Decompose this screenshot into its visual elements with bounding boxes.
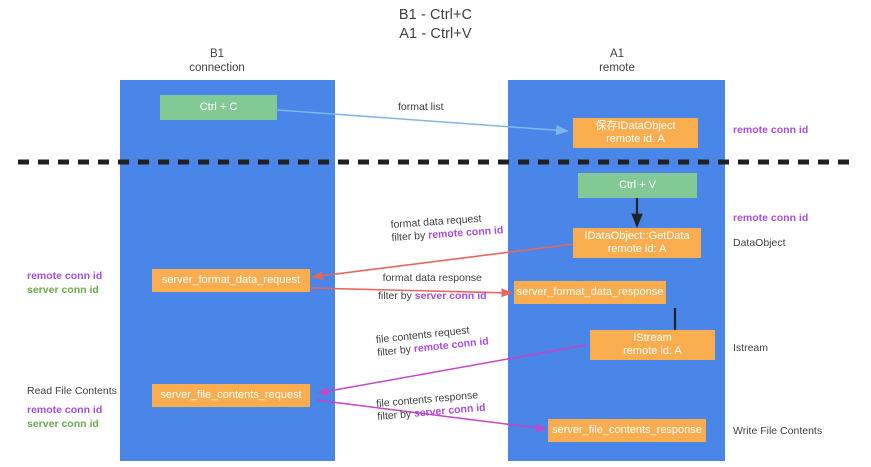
title-line-2: A1 - Ctrl+V [399,26,472,42]
column-header-a1: A1 remote [537,48,697,75]
node-save-idataobject-line2: remote id: A [606,133,665,145]
edge-label-format-data-response: format data response filter by server co… [378,272,487,303]
column-header-b1-name: B1 [209,48,225,60]
node-istream[interactable]: IStream remote id: A [590,330,715,360]
note-right-remote-conn-id-mid: remote conn id [733,212,809,224]
note-left-remote-conn-id-low: remote conn id [27,404,103,416]
note-right-dataobject: DataObject [733,237,786,249]
note-right-remote-conn-id-top: remote conn id [733,124,809,136]
node-server-format-data-request-label: server_format_data_request [161,273,301,286]
edge-label-format-data-request-filter-prefix: filter by [391,229,429,245]
edge-label-format-data-response-filter-prefix: filter by [378,290,415,302]
note-left-server-conn-id-mid: server conn id [27,284,99,296]
column-header-b1-role: connection [189,61,245,74]
node-ctrl-c-label: Ctrl + C [199,100,238,113]
edge-label-file-contents-request: file contents request filter by remote c… [375,322,489,360]
column-header-a1-role: remote [599,61,635,74]
column-header-a1-name: A1 [609,48,625,60]
edge-label-format-data-response-main: format data response [382,272,482,284]
node-idataobject-getdata-line2: remote id: A [607,243,667,255]
edge-label-format-data-response-filter: filter by server conn id [378,290,487,303]
node-istream-line1: IStream [633,331,672,344]
node-server-format-data-response-label: server_format_data_response [516,285,664,298]
note-left-read-file-contents: Read File Contents [27,385,117,397]
edge-label-format-data-request: format data request filter by remote con… [390,211,504,245]
node-server-file-contents-request-label: server_file_contents_request [160,388,302,401]
node-ctrl-v-label: Ctrl + V [619,178,656,191]
note-left-remote-conn-id-mid: remote conn id [27,270,103,282]
diagram-title: B1 - Ctrl+C A1 - Ctrl+V [0,6,871,44]
note-left-server-conn-id-low: server conn id [27,418,99,430]
node-istream-line2: remote id: A [623,345,682,357]
note-right-istream: Istream [733,342,769,354]
edge-label-file-contents-response-filter-prefix: filter by [376,407,415,424]
node-server-file-contents-response-label: server_file_contents_response [552,423,702,436]
edge-label-file-contents-response: file contents response filter by server … [376,389,486,424]
edge-label-format-data-response-filter-key: server conn id [414,290,487,302]
title-line-1: B1 - Ctrl+C [398,7,473,23]
node-server-file-contents-request[interactable]: server_file_contents_request [152,384,310,407]
column-header-b1: B1 connection [137,48,297,75]
note-right-write-file-contents: Write File Contents [733,425,823,437]
node-save-idataobject[interactable]: 保存IDataObject remote id: A [573,118,698,148]
node-idataobject-getdata-line1: IDataObject::GetData [584,229,690,242]
node-save-idataobject-line1: 保存IDataObject [595,119,676,132]
node-server-format-data-request[interactable]: server_format_data_request [152,269,310,292]
node-server-format-data-response[interactable]: server_format_data_response [514,281,666,304]
edge-label-format-list: format list [398,101,444,113]
node-server-file-contents-response[interactable]: server_file_contents_response [548,419,706,442]
node-idataobject-getdata[interactable]: IDataObject::GetData remote id: A [573,228,701,258]
edge-label-file-contents-request-filter-prefix: filter by [376,343,415,360]
node-ctrl-v[interactable]: Ctrl + V [578,173,697,198]
node-ctrl-c[interactable]: Ctrl + C [160,95,277,120]
